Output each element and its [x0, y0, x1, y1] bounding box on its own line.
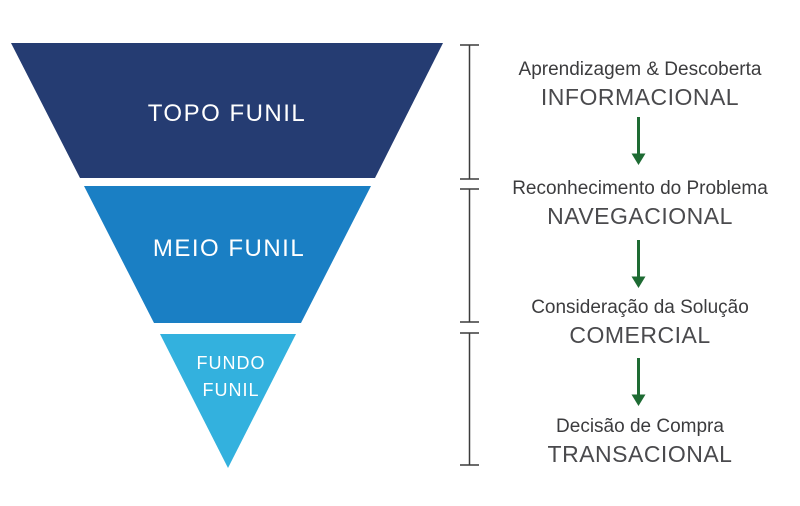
funnel-label-fundo-line2: FUNIL [202, 380, 260, 400]
funnel-label-fundo-line1: FUNDO [196, 353, 266, 373]
stage-subtitle: Aprendizagem & Descoberta [518, 59, 762, 80]
stage-transacional: Decisão de Compra TRANSACIONAL [490, 415, 790, 469]
stage-subtitle: Reconhecimento do Problema [512, 178, 768, 199]
stage-title: NAVEGACIONAL [547, 203, 733, 229]
bracket-meio-icon [460, 188, 479, 323]
bracket-topo-icon [460, 44, 479, 180]
stage-comercial: Consideração da Solução COMERCIAL [490, 296, 790, 350]
funnel-segment-fundo [160, 334, 296, 468]
funnel-label-fundo: FUNDO FUNIL [151, 350, 311, 404]
stage-navegacional: Reconhecimento do Problema NAVEGACIONAL [490, 177, 790, 231]
funnel-label-meio: MEIO FUNIL [152, 235, 306, 262]
funnel-label-topo: TOPO FUNIL [147, 100, 307, 127]
down-arrow-icon [631, 358, 646, 406]
funnel-segment-meio [84, 186, 371, 323]
down-arrow-icon [631, 117, 646, 165]
stage-title: COMERCIAL [569, 322, 711, 348]
down-arrow-icon [631, 240, 646, 288]
stage-title: TRANSACIONAL [547, 441, 733, 467]
funnel-segment-topo [11, 43, 443, 178]
stage-title: INFORMACIONAL [540, 84, 740, 110]
bracket-group [460, 44, 479, 466]
bracket-fundo-icon [460, 332, 479, 466]
stage-informacional: Aprendizagem & Descoberta INFORMACIONAL [490, 58, 790, 112]
stage-subtitle: Consideração da Solução [531, 297, 749, 318]
stage-subtitle: Decisão de Compra [556, 416, 724, 437]
